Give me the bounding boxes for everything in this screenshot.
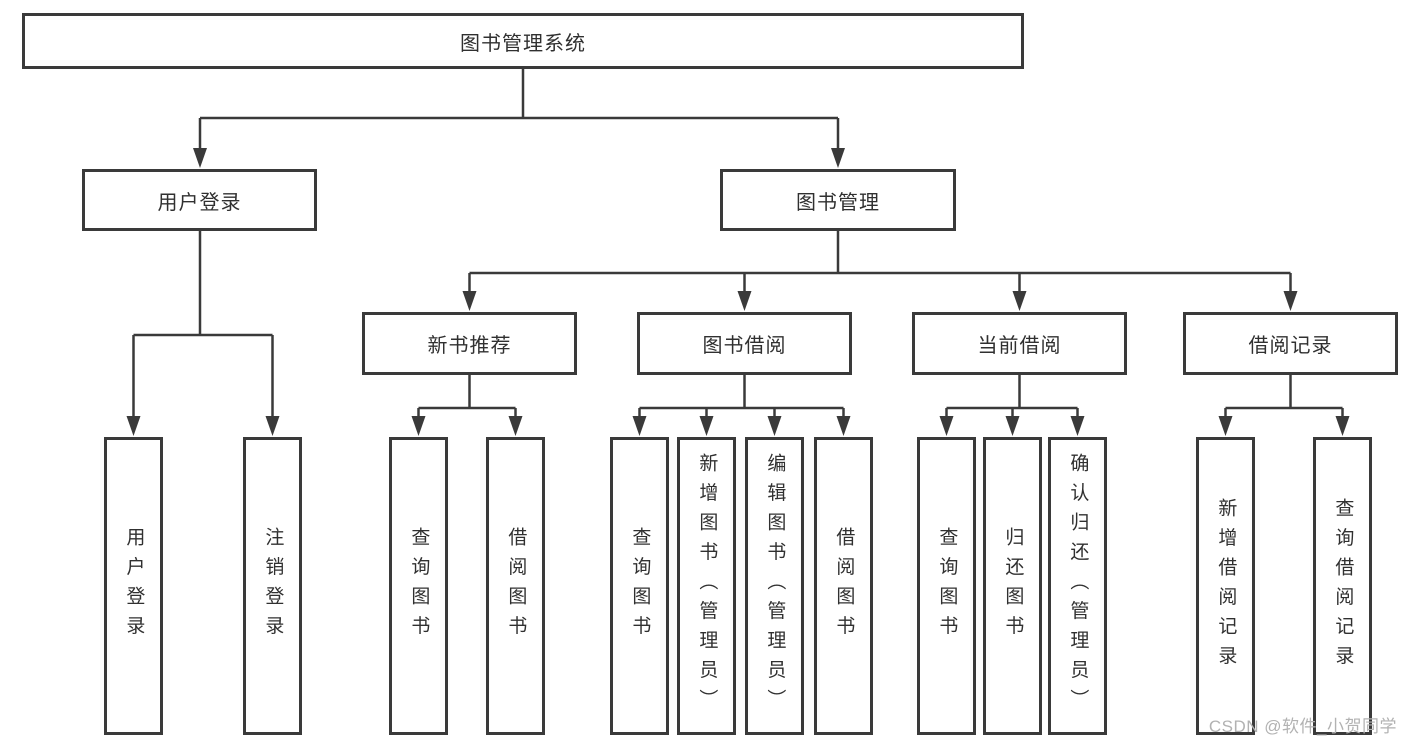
leaf-add-borrow-record: 新增借阅记录	[1196, 437, 1255, 735]
node-user-login-label: 用户登录	[157, 191, 242, 214]
leaf-query-books-label: 查询图书	[629, 527, 651, 645]
leaf-logout: 注销登录	[243, 437, 302, 735]
leaf-return-books-label: 归还图书	[1002, 527, 1024, 645]
leaf-borrow-books-recommend-label: 借阅图书	[505, 527, 527, 645]
node-book-borrowing: 图书借阅	[637, 312, 852, 375]
leaf-user-login-label: 用户登录	[123, 527, 145, 645]
leaf-query-books-current-label: 查询图书	[936, 527, 958, 645]
arrowhead-icons	[126, 148, 1350, 436]
leaf-query-borrow-record-label: 查询借阅记录	[1332, 497, 1354, 675]
leaf-logout-label: 注销登录	[262, 527, 284, 645]
leaf-query-books: 查询图书	[610, 437, 669, 735]
leaf-edit-books-admin: 编辑图书（管理员）	[745, 437, 804, 735]
leaf-query-books-recommend: 查询图书	[389, 437, 448, 735]
node-book-management-label: 图书管理	[796, 191, 880, 214]
node-current-borrowing-label: 当前借阅	[977, 335, 1062, 357]
leaf-borrow-books-recommend: 借阅图书	[486, 437, 545, 735]
leaf-confirm-return-admin-label: 确认归还（管理员）	[1067, 453, 1089, 719]
leaf-add-borrow-record-label: 新增借阅记录	[1215, 497, 1237, 675]
leaf-borrow-books: 借阅图书	[814, 437, 873, 735]
leaf-borrow-books-label: 借阅图书	[833, 527, 855, 645]
node-book-management: 图书管理	[720, 169, 956, 231]
leaf-query-books-recommend-label: 查询图书	[408, 527, 430, 645]
leaf-add-books-admin: 新增图书（管理员）	[677, 437, 736, 735]
leaf-user-login: 用户登录	[104, 437, 163, 735]
leaf-confirm-return-admin: 确认归还（管理员）	[1048, 437, 1107, 735]
node-new-book-recommendation: 新书推荐	[362, 312, 577, 375]
node-borrow-records: 借阅记录	[1183, 312, 1398, 375]
node-root-label: 图书管理系统	[460, 32, 586, 55]
csdn-watermark: CSDN @软件_小贺同学	[1208, 717, 1397, 736]
node-user-login: 用户登录	[82, 169, 317, 231]
node-current-borrowing: 当前借阅	[912, 312, 1127, 375]
leaf-return-books: 归还图书	[983, 437, 1042, 735]
leaf-add-books-admin-label: 新增图书（管理员）	[696, 453, 718, 719]
node-borrow-records-label: 借阅记录	[1248, 335, 1333, 357]
leaf-query-books-current: 查询图书	[917, 437, 976, 735]
node-book-borrowing-label: 图书借阅	[702, 335, 787, 357]
node-new-book-recommendation-label: 新书推荐	[427, 335, 512, 357]
leaf-edit-books-admin-label: 编辑图书（管理员）	[764, 453, 786, 719]
leaf-query-borrow-record: 查询借阅记录	[1313, 437, 1372, 735]
node-root: 图书管理系统	[22, 13, 1024, 69]
